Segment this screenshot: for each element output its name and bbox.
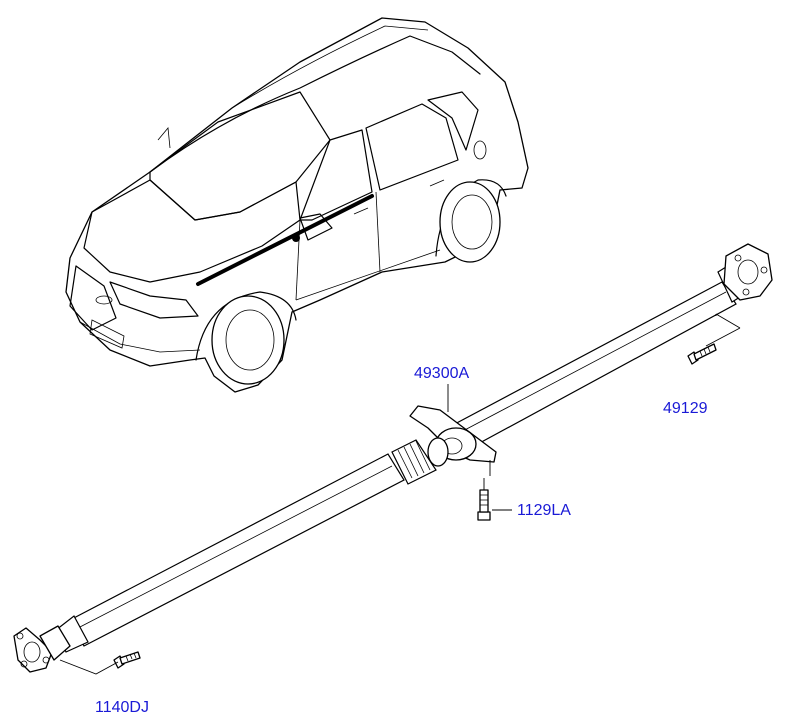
front-grille (69, 265, 117, 331)
front-side-window (299, 129, 373, 221)
vehicle-body-outline (65, 17, 529, 393)
front-bumper (79, 321, 201, 353)
rear-coupling-bolt[interactable] (687, 343, 717, 365)
roof-rail (231, 25, 429, 109)
front-yoke (39, 625, 71, 661)
center-bearing-flange (427, 437, 449, 467)
antenna (157, 127, 171, 149)
rear-wheel (439, 181, 501, 263)
center-bearing-assembly[interactable] (409, 405, 497, 467)
hood (83, 179, 301, 283)
front-shaft-tube (69, 453, 405, 647)
front-flange-bolt-hole-3 (20, 660, 28, 668)
label-1129LA[interactable]: 1129LA (517, 502, 571, 519)
rear-wheel-rim (451, 194, 493, 250)
headlight (109, 281, 199, 319)
quarter-window (427, 91, 479, 151)
rear-coupling-disc (723, 243, 773, 301)
rear-door-seam (375, 191, 381, 273)
front-flange-hub (23, 641, 41, 663)
rear-coupling-hub (737, 259, 759, 285)
side-mirror (299, 213, 333, 241)
front-tube-highlight (77, 465, 393, 629)
label-49300A[interactable]: 49300A (414, 365, 469, 382)
rocker-line (295, 249, 441, 301)
license-plate (89, 319, 125, 349)
rear-door-handle (429, 179, 445, 187)
front-door-handle (353, 207, 369, 215)
roof-line (149, 35, 481, 173)
front-wheel-rim (225, 309, 275, 371)
leader-lines (59, 313, 741, 675)
front-universal-joint[interactable] (13, 625, 71, 673)
shaft-location-indicator (196, 194, 374, 286)
front-wheel-arch (195, 291, 297, 361)
slip-joint-boot (391, 439, 437, 485)
rear-shaft-tube (435, 281, 737, 459)
rear-coupling-bolt-hole-2 (760, 266, 768, 274)
front-flange-bolt[interactable] (113, 651, 141, 669)
grille-emblem (95, 295, 113, 305)
rear-coupling-bolt-hole-1 (734, 254, 742, 262)
rear-tube-highlight (441, 291, 727, 443)
leader-1129LA (483, 460, 512, 511)
label-1140DJ[interactable]: 1140DJ (95, 699, 149, 716)
front-wheel (211, 295, 285, 385)
front-flange-bolt-hole-1 (16, 632, 24, 640)
leader-49129 (705, 313, 741, 347)
leader-1140DJ (59, 659, 119, 675)
bearing-mount-bolt[interactable] (477, 489, 491, 521)
rear-coupling-bolt-hole-3 (742, 288, 750, 296)
rear-side-window (365, 103, 459, 191)
vehicle-illustration (65, 17, 529, 393)
fuel-door (473, 140, 487, 160)
front-flange-bolt-hole-2 (42, 656, 50, 664)
shaft-location-center-mark (292, 234, 300, 242)
rear-flex-coupling[interactable] (723, 243, 773, 301)
label-49129[interactable]: 49129 (663, 400, 708, 417)
